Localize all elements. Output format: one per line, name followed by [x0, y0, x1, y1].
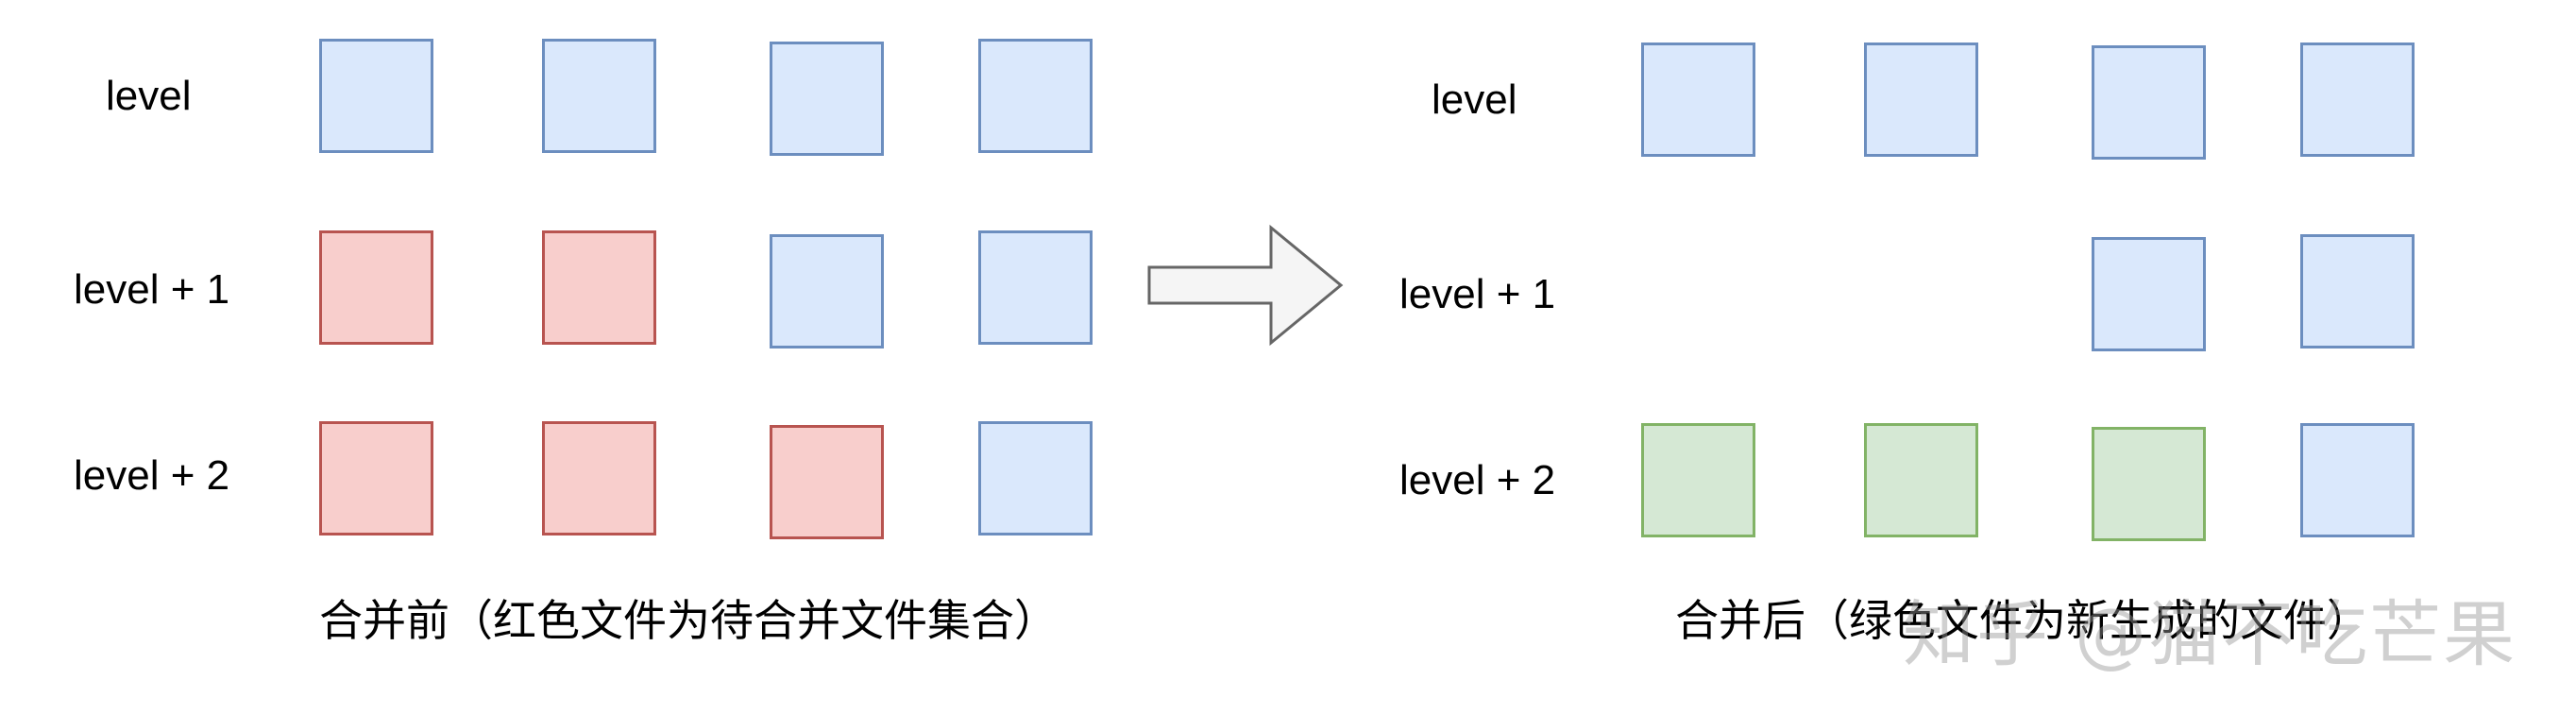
watermark: 知乎 @猫不吃芒果 [1903, 592, 2517, 676]
before-file-r0c3 [978, 39, 1093, 153]
after-row-label-level-plus-1: level + 1 [1399, 271, 1556, 317]
before-file-r1c0 [319, 230, 433, 345]
before-file-r1c1 [542, 230, 656, 345]
after-file-r2c2 [2092, 427, 2206, 541]
before-file-r1c2 [770, 234, 884, 348]
after-caption: 合并后（绿色文件为新生成的文件） [1675, 595, 2370, 646]
after-file-r0c3 [2300, 42, 2415, 157]
after-file-r1c3 [2300, 234, 2415, 348]
before-file-r0c1 [542, 39, 656, 153]
before-file-r0c0 [319, 39, 433, 153]
before-row-label-level: level [106, 73, 192, 119]
after-file-r0c1 [1864, 42, 1978, 157]
before-file-r1c3 [978, 230, 1093, 345]
after-file-r2c0 [1641, 423, 1755, 537]
before-row-label-level-plus-2: level + 2 [74, 452, 230, 499]
after-file-r0c2 [2092, 45, 2206, 160]
before-row-label-level-plus-1: level + 1 [74, 266, 230, 313]
after-file-r0c0 [1641, 42, 1755, 157]
after-file-r2c1 [1864, 423, 1978, 537]
after-file-r1c2 [2092, 237, 2206, 351]
after-row-label-level-plus-2: level + 2 [1399, 457, 1556, 503]
before-file-r2c3 [978, 421, 1093, 536]
before-file-r2c2 [770, 425, 884, 539]
before-file-r2c1 [542, 421, 656, 536]
before-caption: 合并前（红色文件为待合并文件集合） [319, 595, 1058, 646]
before-file-r2c0 [319, 421, 433, 536]
right-arrow-icon [1147, 224, 1344, 347]
before-file-r0c2 [770, 42, 884, 156]
after-file-r2c3 [2300, 423, 2415, 537]
after-row-label-level: level [1432, 76, 1517, 123]
